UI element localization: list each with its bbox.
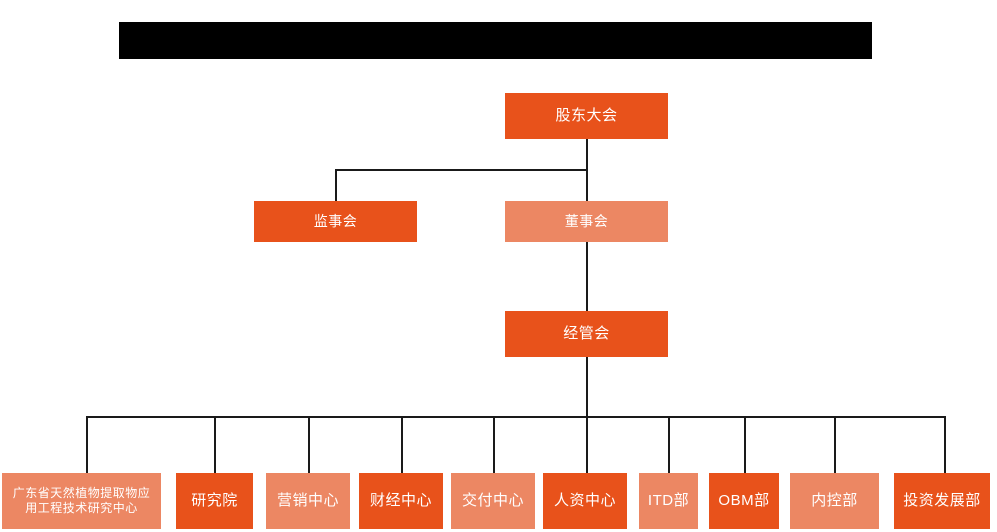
node-investment-label: 投资发展部 xyxy=(903,491,981,509)
node-gd-center-label: 广东省天然植物提取物应 用工程技术研究中心 xyxy=(12,486,151,515)
connector-drop-hr xyxy=(586,416,588,473)
node-delivery-label: 交付中心 xyxy=(461,491,524,509)
node-gd-center[interactable]: 广东省天然植物提取物应 用工程技术研究中心 xyxy=(2,473,161,529)
node-research-label: 研究院 xyxy=(191,491,238,509)
title-banner-redacted xyxy=(119,22,872,59)
node-shareholders[interactable]: 股东大会 xyxy=(505,93,668,139)
connector-shareholders-bus xyxy=(335,169,588,171)
node-internal[interactable]: 内控部 xyxy=(790,473,879,529)
connector-drop-itd xyxy=(668,416,670,473)
node-marketing-label: 营销中心 xyxy=(276,491,339,509)
node-marketing[interactable]: 营销中心 xyxy=(266,473,350,529)
node-finance-label: 财经中心 xyxy=(369,491,432,509)
node-itd[interactable]: ITD部 xyxy=(639,473,698,529)
connector-department-bus xyxy=(86,416,946,418)
node-directors[interactable]: 董事会 xyxy=(505,201,668,242)
node-research[interactable]: 研究院 xyxy=(176,473,253,529)
connector-drop-delivery xyxy=(493,416,495,473)
node-directors-label: 董事会 xyxy=(564,212,609,229)
node-supervisors-label: 监事会 xyxy=(313,212,358,229)
node-shareholders-label: 股东大会 xyxy=(555,106,618,124)
connector-drop-internal xyxy=(834,416,836,473)
node-investment[interactable]: 投资发展部 xyxy=(894,473,990,529)
node-hr-label: 人资中心 xyxy=(553,491,616,509)
connector-drop-gd-center xyxy=(86,416,88,473)
connector-supervisors-drop xyxy=(335,169,337,201)
node-delivery[interactable]: 交付中心 xyxy=(451,473,535,529)
node-management[interactable]: 经管会 xyxy=(505,311,668,357)
connector-directors-drop xyxy=(586,169,588,201)
node-management-label: 经管会 xyxy=(563,324,610,342)
node-itd-label: ITD部 xyxy=(647,491,690,509)
node-finance[interactable]: 财经中心 xyxy=(359,473,443,529)
connector-directors-management xyxy=(586,241,588,311)
node-internal-label: 内控部 xyxy=(811,491,858,509)
node-obm-label: OBM部 xyxy=(718,491,770,509)
node-supervisors[interactable]: 监事会 xyxy=(254,201,417,242)
node-hr[interactable]: 人资中心 xyxy=(543,473,627,529)
connector-drop-finance xyxy=(401,416,403,473)
connector-shareholders-stem xyxy=(586,139,588,170)
connector-drop-research xyxy=(214,416,216,473)
node-obm[interactable]: OBM部 xyxy=(709,473,779,529)
connector-drop-marketing xyxy=(308,416,310,473)
connector-drop-investment xyxy=(944,416,946,473)
connector-drop-obm xyxy=(744,416,746,473)
connector-management-stem xyxy=(586,357,588,417)
